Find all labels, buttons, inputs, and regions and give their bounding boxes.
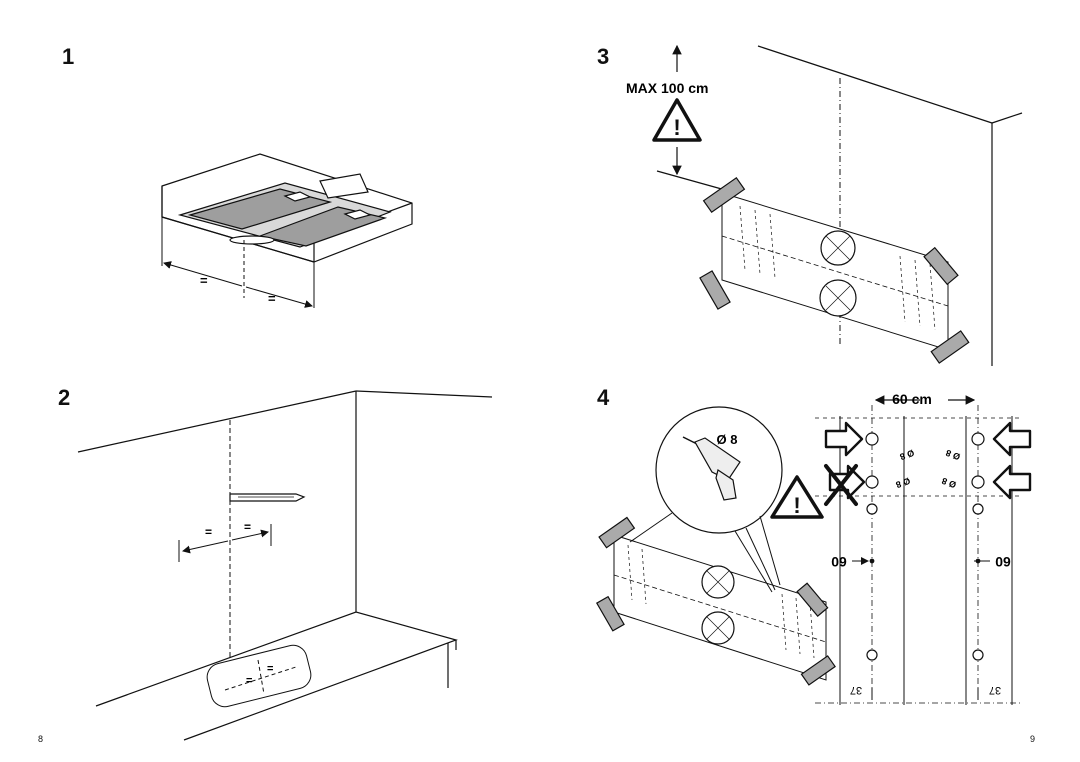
page-number-left: 8 <box>38 734 44 744</box>
bottom-label-left: 37 <box>850 684 862 696</box>
page-number-right: 9 <box>1030 734 1036 744</box>
step-2-number: 2 <box>58 385 71 410</box>
hole-label-br: Ø 8 <box>940 476 957 490</box>
bottom-label-right: 37 <box>989 684 1001 696</box>
arrow-icon <box>824 421 1032 500</box>
equal-mark-2c: = <box>267 663 273 675</box>
equal-mark-2a: = <box>205 525 212 539</box>
distance-label-left: 60 <box>831 554 847 570</box>
cross-icon <box>824 464 858 506</box>
svg-text:!: ! <box>673 115 680 140</box>
width-label: 60 cm <box>892 391 932 407</box>
equal-mark-2d: = <box>246 675 252 687</box>
hole-label-tr: Ø 8 <box>944 448 961 462</box>
template-wall-illustration <box>656 44 1023 366</box>
svg-text:!: ! <box>793 493 800 518</box>
step-3-number: 3 <box>597 44 610 69</box>
equal-mark-2b: = <box>244 520 251 534</box>
hole-label-tl: Ø 8 <box>898 448 915 462</box>
hood-illustration <box>161 153 413 308</box>
hole-label-bl: Ø 8 <box>894 476 911 490</box>
max-height-label: MAX 100 cm <box>626 80 708 96</box>
drill-diameter-label: Ø 8 <box>717 432 738 447</box>
equal-mark-1b: = <box>268 291 276 306</box>
distance-label-right: 60 <box>995 554 1011 570</box>
step-1-number: 1 <box>62 44 75 69</box>
drilling-illustration <box>595 395 1020 705</box>
step-4-number: 4 <box>597 385 610 410</box>
warning-icon: ! <box>770 475 824 519</box>
equal-mark-1a: = <box>200 273 208 288</box>
wall-marking-illustration <box>77 390 493 741</box>
warning-icon: ! <box>652 98 702 142</box>
